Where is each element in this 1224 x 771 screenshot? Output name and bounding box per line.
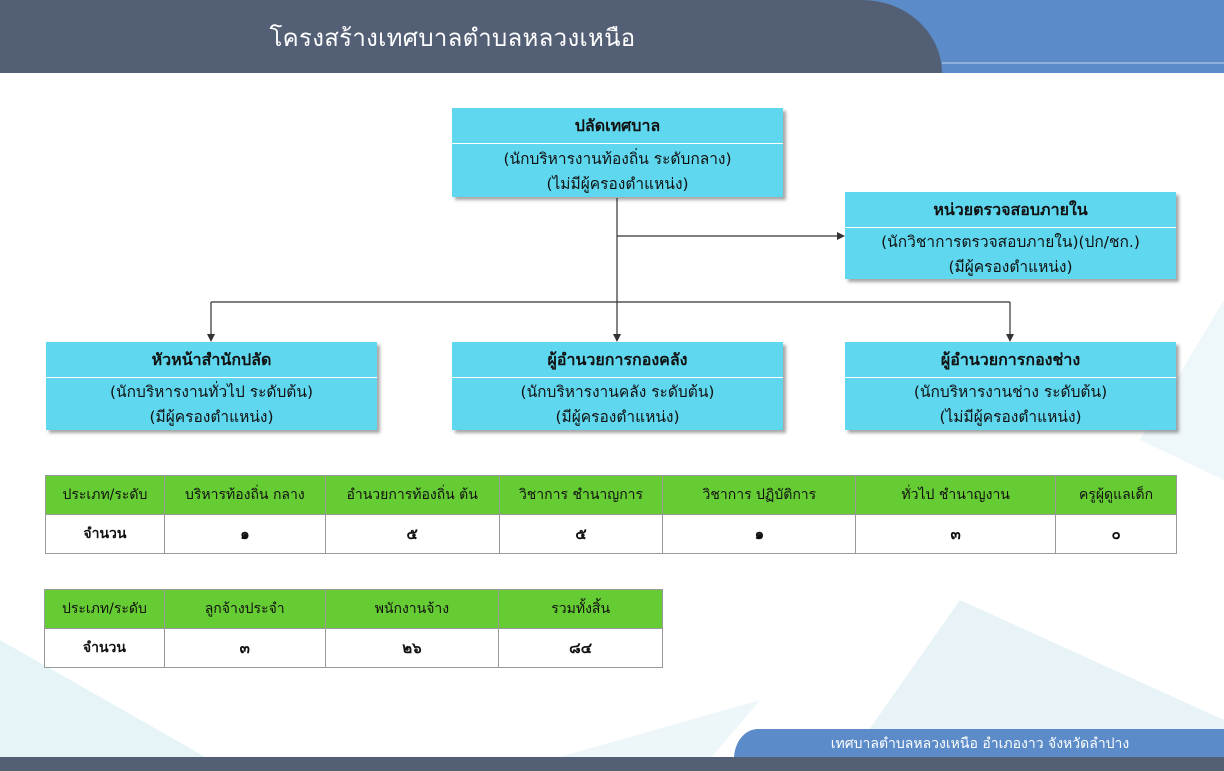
org-box-position: (นักบริหารงานคลัง ระดับต้น) <box>520 383 715 401</box>
org-box-title: ปลัดเทศบาล <box>452 108 783 144</box>
table-row: จำนวน ๓ ๒๖ ๘๔ <box>44 628 663 668</box>
table-cell: จำนวน <box>45 514 165 554</box>
table-cell: ๒๖ <box>324 628 500 668</box>
table-cell: ๓ <box>855 514 1057 554</box>
table-header-cell: วิชาการ ปฏิบัติการ <box>662 475 857 515</box>
org-box-internal-audit: หน่วยตรวจสอบภายใน (นักวิชาการตรวจสอบภายใ… <box>845 192 1176 279</box>
org-box-finance-director: ผู้อำนวยการกองคลัง (นักบริหารงานคลัง ระด… <box>452 342 783 430</box>
page-title: โครงสร้างเทศบาลตำบลหลวงเหนือ <box>269 24 636 52</box>
table-cell: ๘๔ <box>498 628 663 668</box>
table-header-row: ประเภท/ระดับ ลูกจ้างประจำ พนักงานจ้าง รว… <box>44 589 663 629</box>
table-header-cell: ประเภท/ระดับ <box>44 589 165 629</box>
org-box-position: (นักบริหารงานทั่วไป ระดับต้น) <box>109 383 314 401</box>
org-box-title: ผู้อำนวยการกองคลัง <box>452 342 783 378</box>
org-box-status: (ไม่มีผู้ครองตำแหน่ง) <box>546 175 689 193</box>
org-box-status: (มีผู้ครองตำแหน่ง) <box>948 258 1073 276</box>
table-cell: ๕ <box>498 514 664 554</box>
org-box-status: (ไม่มีผู้ครองตำแหน่ง) <box>939 408 1082 426</box>
org-box-engineering-director: ผู้อำนวยการกองช่าง (นักบริหารงานช่าง ระด… <box>845 342 1176 430</box>
table-cell: จำนวน <box>44 628 165 668</box>
table-header-cell: ครูผู้ดูแลเด็ก <box>1055 475 1177 515</box>
table-header-cell: วิชาการ ชำนาญการ <box>498 475 664 515</box>
header-accent-line <box>942 62 1224 64</box>
table-header-cell: พนักงานจ้าง <box>324 589 500 629</box>
table-header-cell: ประเภท/ระดับ <box>45 475 165 515</box>
org-box-office-head: หัวหน้าสำนักปลัด (นักบริหารงานทั่วไป ระด… <box>46 342 377 430</box>
org-box-title: หน่วยตรวจสอบภายใน <box>845 192 1176 228</box>
table-cell: ๐ <box>1055 514 1177 554</box>
table-cell: ๑ <box>163 514 326 554</box>
table-cell: ๓ <box>163 628 326 668</box>
org-box-title: หัวหน้าสำนักปลัด <box>46 342 377 378</box>
org-box-title: ผู้อำนวยการกองช่าง <box>845 342 1176 378</box>
staff-count-table: ประเภท/ระดับ บริหารท้องถิ่น กลาง อำนวยกา… <box>45 475 1177 554</box>
table-header-cell: อำนวยการท้องถิ่น ต้น <box>324 475 500 515</box>
org-box-status: (มีผู้ครองตำแหน่ง) <box>149 408 274 426</box>
org-box-status: (มีผู้ครองตำแหน่ง) <box>555 408 680 426</box>
table-header-cell: รวมทั้งสิ้น <box>498 589 663 629</box>
table-header-row: ประเภท/ระดับ บริหารท้องถิ่น กลาง อำนวยกา… <box>45 475 1177 515</box>
table-header-cell: ทั่วไป ชำนาญงาน <box>855 475 1057 515</box>
footer-bar <box>734 729 1224 759</box>
org-box-position: (นักบริหารงานท้องถิ่น ระดับกลาง) <box>503 150 732 168</box>
table-header-cell: บริหารท้องถิ่น กลาง <box>163 475 326 515</box>
org-box-chief-administrator: ปลัดเทศบาล (นักบริหารงานท้องถิ่น ระดับกล… <box>452 108 783 197</box>
header-bar-dark <box>0 0 942 73</box>
employee-count-table: ประเภท/ระดับ ลูกจ้างประจำ พนักงานจ้าง รว… <box>44 589 663 668</box>
bottom-strip <box>0 757 1224 771</box>
org-box-position: (นักบริหารงานช่าง ระดับต้น) <box>913 383 1108 401</box>
table-row: จำนวน ๑ ๕ ๕ ๑ ๓ ๐ <box>45 514 1177 554</box>
footer-text: เทศบาลตำบลหลวงเหนือ อำเภองาว จังหวัดลำปา… <box>830 736 1130 752</box>
table-cell: ๕ <box>324 514 500 554</box>
org-box-position: (นักวิชาการตรวจสอบภายใน)(ปก/ชก.) <box>881 233 1140 251</box>
table-header-cell: ลูกจ้างประจำ <box>163 589 326 629</box>
table-cell: ๑ <box>662 514 857 554</box>
